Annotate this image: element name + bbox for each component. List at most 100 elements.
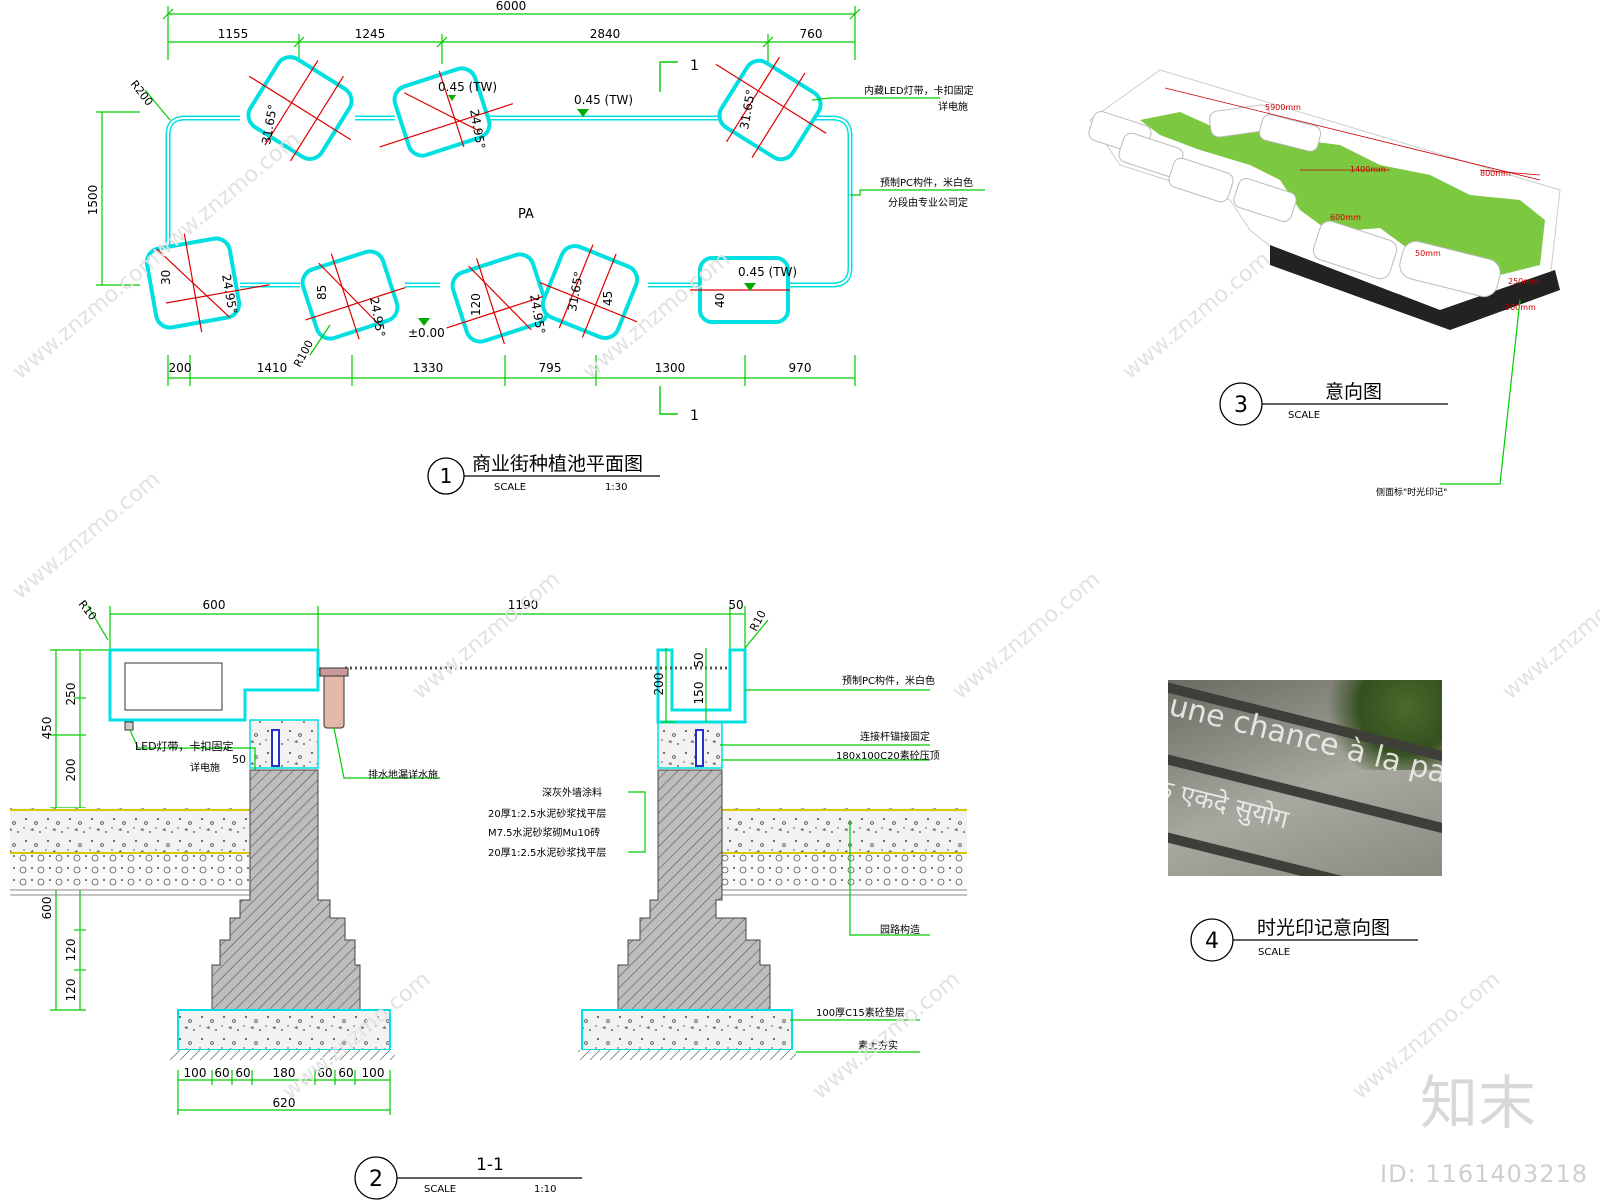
plan-top-total: 6000 bbox=[496, 0, 527, 13]
section-bottom-dim-6: 60 bbox=[338, 1066, 353, 1080]
plan-angle-2: 24.95° bbox=[467, 108, 488, 150]
plan-center-label: PA bbox=[518, 207, 534, 222]
section-bottom-dim-1: 100 bbox=[184, 1066, 207, 1080]
section-right-note-3: 180x100C20素砼压顶 bbox=[836, 749, 940, 762]
plan-elev-3: 0.45 (TW) bbox=[738, 265, 797, 279]
plan-angle-4: 24.95° bbox=[219, 273, 240, 315]
render-dim-2: 1400mm bbox=[1350, 165, 1386, 174]
section-inner-dim: 50 bbox=[232, 753, 246, 766]
plan-top-dim-3: 2840 bbox=[590, 27, 621, 41]
render-drawing: 5900mm 1400mm 800mm 600mm 50mm 250mm 200… bbox=[1088, 69, 1561, 498]
plan-bottom-dim-3: 1330 bbox=[413, 361, 444, 375]
svg-text:www.znzmo.com: www.znzmo.com bbox=[8, 467, 165, 605]
plan-note-4: 分段由专业公司定 bbox=[888, 196, 968, 209]
plan-bottom-dim-1: 200 bbox=[169, 361, 192, 375]
section-left-dim-6: 120 bbox=[64, 939, 78, 962]
render-dim-3: 800mm bbox=[1480, 169, 1511, 178]
section-top-dim-1: 600 bbox=[203, 598, 226, 612]
svg-text:www.znzmo.com: www.znzmo.com bbox=[948, 567, 1105, 705]
section-drain-note: 排水地漏详水施 bbox=[368, 768, 438, 781]
plan-top-dim-4: 760 bbox=[800, 27, 823, 41]
section-bottom-dims bbox=[177, 1070, 391, 1115]
plan-elev-2: 0.45 (TW) bbox=[574, 93, 633, 107]
plan-left-dim-text: 1500 bbox=[86, 185, 100, 216]
render-shadow-base bbox=[1270, 245, 1560, 330]
plan-piece-8 bbox=[690, 256, 790, 324]
section-title-num: 2 bbox=[369, 1167, 383, 1192]
svg-text:www.znzmo.com: www.znzmo.com bbox=[1498, 567, 1600, 705]
render-blocks bbox=[1088, 104, 1501, 298]
render-dim-7: 200mm bbox=[1505, 303, 1536, 312]
elev-triangle-1 bbox=[448, 95, 456, 101]
svg-text:www.znzmo.com: www.znzmo.com bbox=[408, 567, 565, 705]
section-left-dim-1: 450 bbox=[40, 717, 54, 740]
drain-pipe bbox=[319, 667, 349, 729]
plan-piece-3 bbox=[715, 56, 827, 162]
section-right-note-1: 预制PC构件，米白色 bbox=[842, 674, 935, 687]
plan-note-leaders bbox=[811, 97, 985, 196]
render-green-surface bbox=[1140, 112, 1545, 275]
section-bottom-total: 620 bbox=[273, 1096, 296, 1110]
section-scale-value: 1:10 bbox=[534, 1184, 556, 1195]
section-mark-top bbox=[659, 61, 678, 92]
section-led-leader bbox=[129, 729, 256, 770]
plan-scale-value: 1:30 bbox=[605, 482, 627, 493]
section-radius-leader-right bbox=[744, 619, 769, 649]
plan-drawing: 6000 1155 1245 2840 760 1500 bbox=[86, 0, 985, 495]
plan-angle-7: 31.65° bbox=[565, 270, 586, 312]
section-right-dim-1: 200 bbox=[652, 673, 666, 696]
plan-bottom-dim-5: 1300 bbox=[655, 361, 686, 375]
plan-top-total-dim bbox=[162, 6, 861, 60]
render-dim-5: 50mm bbox=[1415, 249, 1441, 258]
section-radius-leader-left bbox=[87, 605, 109, 641]
render-side-note: 侧面标"时光印记" bbox=[1376, 486, 1447, 498]
section-left-note-1: LED灯带，卡扣固定 bbox=[135, 739, 234, 753]
render-scale-label: SCALE bbox=[1288, 410, 1320, 421]
time-imprint-photo: une chance à la pai क एकदे सुयोग bbox=[1168, 680, 1442, 876]
plan-left-dim bbox=[96, 111, 140, 286]
section-mark-bottom bbox=[659, 386, 678, 415]
soil-right bbox=[578, 1050, 796, 1060]
plan-bottom-dim bbox=[167, 355, 856, 386]
drain-leader bbox=[333, 727, 440, 779]
plan-radius-bottom: R100 bbox=[291, 338, 316, 369]
plan-piece-5 bbox=[300, 249, 406, 341]
plan-top-dim-2: 1245 bbox=[355, 27, 386, 41]
photo-scale-label: SCALE bbox=[1258, 947, 1290, 958]
section-right-note-2: 连接杆锚接固定 bbox=[860, 730, 930, 743]
section-layer-1: 深灰外墙涂料 bbox=[542, 786, 602, 799]
section-bottom-dim-3: 60 bbox=[235, 1066, 250, 1080]
plan-top-dim-1: 1155 bbox=[218, 27, 249, 41]
plan-radius-top: R200 bbox=[128, 78, 156, 109]
soil-left bbox=[170, 1050, 395, 1060]
plan-bottom-dim-6: 970 bbox=[789, 361, 812, 375]
watermark-logo: 知末 bbox=[1419, 1069, 1536, 1137]
plan-height-3: 120 bbox=[469, 293, 483, 316]
section-ground-right bbox=[722, 808, 967, 896]
plan-angle-5: 24.95° bbox=[367, 296, 388, 338]
layer-leader bbox=[628, 791, 646, 853]
section-mark-bottom-label: 1 bbox=[690, 408, 699, 424]
plan-note-3: 预制PC构件，米白色 bbox=[880, 176, 973, 189]
plan-angle-3: 31.65° bbox=[737, 88, 758, 130]
section-right-note-5: 100厚C15素砼垫层 bbox=[816, 1006, 905, 1019]
section-left-dim-3: 200 bbox=[64, 759, 78, 782]
plan-title: 商业街种植池平面图 bbox=[472, 453, 643, 475]
photo-title: 时光印记意向图 bbox=[1257, 917, 1390, 939]
radius-leader-top bbox=[144, 89, 171, 121]
render-title: 意向图 bbox=[1325, 381, 1382, 403]
plan-piece-6 bbox=[446, 252, 561, 345]
plan-note-1: 内藏LED灯带，卡扣固定 bbox=[864, 84, 974, 97]
section-ground-left bbox=[10, 808, 250, 896]
plan-piece-4 bbox=[144, 233, 270, 333]
section-bottom-dim-2: 60 bbox=[214, 1066, 229, 1080]
section-right-note-4: 园路构造 bbox=[880, 923, 920, 936]
plan-elev-1: 0.45 (TW) bbox=[438, 80, 497, 94]
section-layer-3: M7.5水泥砂浆砌Mu10砖 bbox=[488, 826, 600, 839]
render-side-leader bbox=[1440, 299, 1521, 485]
svg-text:www.znzmo.com: www.znzmo.com bbox=[808, 967, 965, 1105]
svg-text:www.znzmo.com: www.znzmo.com bbox=[8, 247, 165, 385]
photo-groove-3 bbox=[1168, 826, 1442, 876]
section-bottom-dim-4: 180 bbox=[273, 1066, 296, 1080]
